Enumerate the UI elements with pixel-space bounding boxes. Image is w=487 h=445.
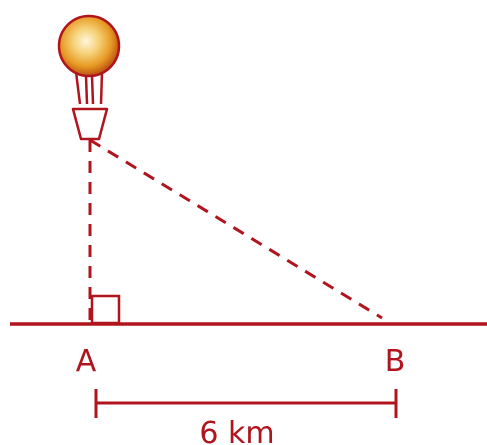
distance-label: 6 km <box>199 416 274 445</box>
line-of-sight <box>89 138 383 320</box>
point-b-label: B <box>385 344 406 379</box>
balloon-basket <box>71 107 109 141</box>
balloon-envelope <box>57 14 121 78</box>
balloon-rope <box>84 75 89 105</box>
balloon-rope <box>90 75 95 105</box>
right-angle-marker-icon <box>90 294 121 325</box>
distance-dimension <box>94 389 398 418</box>
hot-air-balloon-icon <box>57 14 121 141</box>
point-a-label: A <box>76 344 97 379</box>
balloon-rope <box>74 71 82 105</box>
balloon-rope <box>99 71 104 105</box>
